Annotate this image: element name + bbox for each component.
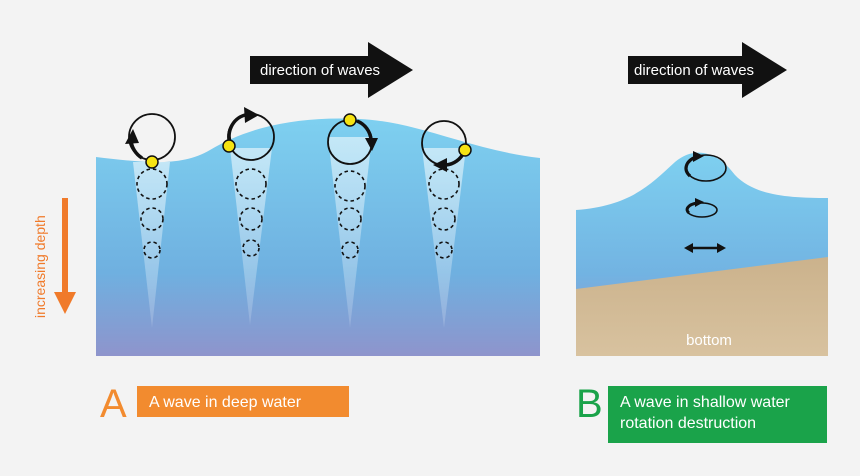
depth-label: increasing depth	[32, 215, 48, 318]
orbit-column-1	[125, 113, 176, 328]
bottom-label: bottom	[686, 332, 732, 349]
shallow-orbit-middle	[685, 198, 718, 218]
caption-b-line1: A wave in shallow water	[620, 394, 790, 411]
depth-arrow-shaft	[62, 198, 68, 294]
deep-water-panel: direction of waves increasing depth	[32, 42, 540, 356]
sea-bottom	[576, 257, 828, 356]
direction-arrow-a	[250, 42, 413, 98]
shallow-water-panel: bottom direction of waves	[576, 42, 828, 356]
caption-a: A wave in deep water	[137, 386, 349, 417]
panel-letter-a: A	[100, 382, 127, 426]
caption-b-line2: rotation destruction	[620, 415, 757, 432]
deep-water-body	[96, 118, 540, 356]
direction-label-b: direction of waves	[634, 62, 754, 79]
caption-b: A wave in shallow water rotation destruc…	[608, 386, 827, 443]
shallow-orbit-bottom	[684, 243, 726, 253]
orbit-column-4	[421, 120, 472, 328]
shallow-orbit-top	[684, 151, 727, 182]
orbit-column-2	[222, 107, 275, 325]
depth-arrow-head	[54, 292, 76, 314]
direction-arrow-b	[628, 42, 787, 98]
orbit-column-3	[327, 113, 378, 328]
caption-a-text: A wave in deep water	[149, 394, 302, 411]
direction-label-a: direction of waves	[260, 62, 380, 79]
panel-letter-b: B	[576, 382, 603, 426]
